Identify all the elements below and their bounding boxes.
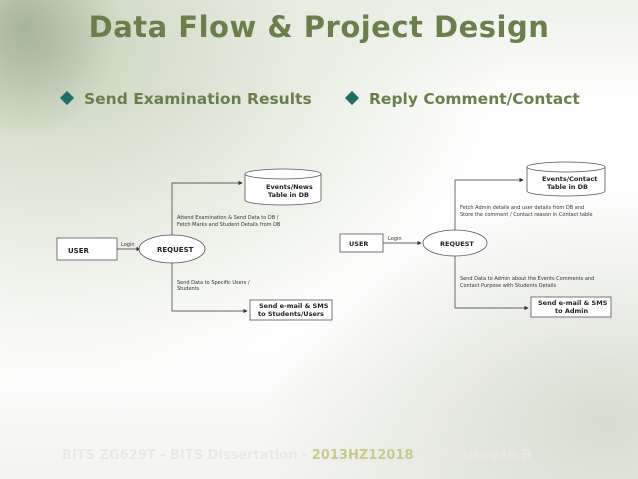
- send-flow-arrow: [171, 263, 248, 314]
- request-label: REQUEST: [440, 240, 474, 248]
- bullet-reply-comment: Reply Comment/Contact: [344, 90, 580, 108]
- login-label: Login: [388, 236, 402, 242]
- user-label: USER: [349, 240, 368, 248]
- lower-note-line1: Send Data to Admin about the Events Comm…: [460, 276, 594, 282]
- upper-note-line2: Fetch Marks and Student Details from DB: [177, 222, 281, 228]
- user-label: USER: [68, 247, 90, 255]
- corner-decoration: [0, 0, 120, 140]
- lower-note-line2: Students: [177, 286, 200, 292]
- bullet-label: Reply Comment/Contact: [369, 90, 580, 108]
- footer-student-id: 2013HZ12018: [311, 448, 414, 463]
- lower-note-line1: Send Data to Specific Users /: [177, 280, 250, 286]
- upper-note-line1: Fetch Admin details and user details fro…: [460, 205, 584, 211]
- send-label-line1: Send e-mail & SMS: [538, 299, 608, 307]
- login-label: Login: [121, 242, 135, 248]
- right-diagram: USER Login REQUEST Fetch Admin details a…: [339, 161, 612, 318]
- upper-note-line1: Attend Examination & Send Data to DB /: [177, 215, 279, 221]
- request-label: REQUEST: [157, 246, 194, 254]
- send-email-sms-box: [530, 296, 612, 318]
- db-label-line1: Events/News: [266, 183, 313, 191]
- footer-author: - Karthikeyan B: [413, 448, 532, 463]
- slide-footer: BITS ZG629T - BITS Dissertation - 2013HZ…: [62, 448, 531, 463]
- footer-course: BITS ZG629T - BITS Dissertation -: [62, 448, 312, 463]
- send-flow-arrow: [454, 256, 529, 311]
- bullet-label: Send Examination Results: [84, 90, 312, 108]
- upper-note-line2: Store the comment / Contact reason in Co…: [460, 212, 593, 218]
- send-label-line2: to Admin: [555, 307, 589, 315]
- send-label-line2: to Students/Users: [258, 310, 324, 318]
- slide-title: Data Flow & Project Design: [88, 10, 550, 44]
- events-news-db-cylinder: [244, 168, 322, 206]
- db-label-line2: Table in DB: [268, 191, 309, 199]
- send-label-line1: Send e-mail & SMS: [259, 302, 329, 310]
- left-diagram: USER Login REQUEST Attend Examination & …: [56, 168, 333, 321]
- db-flow-arrow: [454, 177, 524, 230]
- db-label-line2: Table in DB: [547, 183, 588, 191]
- db-flow-arrow: [171, 180, 243, 235]
- db-label-line1: Events/Contact: [542, 175, 597, 183]
- bullet-send-exam-results: Send Examination Results: [59, 90, 312, 108]
- send-email-sms-box: [249, 299, 333, 321]
- events-contact-db-cylinder: [526, 161, 606, 197]
- lower-note-line2: Contact Purpose with Students Details: [460, 283, 557, 289]
